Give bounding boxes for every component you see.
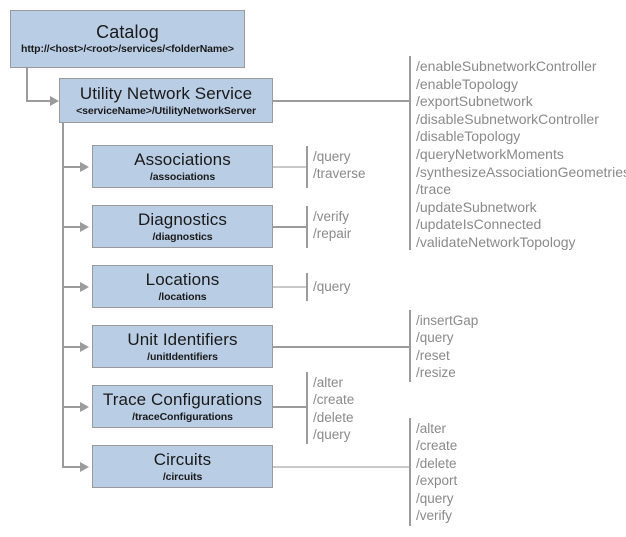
arrow-branch-diagnostics [80,222,89,232]
connector-trace-configurations-to-operations [273,406,307,408]
operations-list-circuits: /alter/create/delete/export/query/verify [416,420,457,524]
tick-service-operations [409,56,411,250]
node-locations-title: Locations [145,269,220,289]
operation-item: /updateSubnetwork [416,198,537,215]
operation-item: /query [313,427,351,443]
node-circuits-path: /circuits [162,470,203,483]
arrow-branch-unit-identifiers [80,342,89,352]
connector-branch-diagnostics [62,226,84,228]
node-catalog-path: http://<host>/<root>/services/<folderNam… [21,43,234,55]
operation-item: /validateNetworkTopology [416,233,576,250]
operation-item: /delete [416,455,457,471]
operation-item: /reset [416,347,450,363]
connector-unit-identifiers-to-operations [273,346,411,348]
operations-list-locations: /query [313,278,351,295]
arrow-catalog-to-service [50,96,59,106]
node-unit-identifiers[interactable]: Unit Identifiers /unitIdentifiers [92,325,273,368]
connector-catalog-to-service-horizontal [26,100,54,102]
operation-item: /repair [313,226,352,242]
operation-item: /disableTopology [416,128,521,145]
connector-locations-to-operations [273,286,307,288]
operation-item: /verify [313,209,350,224]
operation-item: /insertGap [416,313,479,328]
node-circuits[interactable]: Circuits /circuits [92,445,273,488]
node-utility-network-service-path: <serviceName>/UtilityNetworkServer [76,104,256,117]
operation-item: /resize [416,365,456,381]
node-catalog-title: Catalog [96,22,159,42]
arrow-branch-associations [80,162,89,172]
connector-service-to-operations [272,100,410,102]
node-circuits-title: Circuits [153,449,212,469]
operation-item: /disableSubnetworkController [416,110,599,127]
node-catalog[interactable]: Catalog http://<host>/<root>/services/<f… [10,10,245,68]
operation-item: /enableSubnetworkController [416,58,597,74]
connector-branch-locations [62,286,84,288]
operation-item: /export [416,473,458,489]
node-trace-configurations-path: /traceConfigurations [132,410,233,423]
operations-list-associations: /query/traverse [313,148,366,183]
operation-item: /enableTopology [416,75,518,92]
connector-circuits-to-operations [273,466,411,468]
connector-branch-circuits [62,466,84,468]
node-locations-path: /locations [158,290,207,303]
operation-item: /query [416,490,454,506]
operation-item: /trace [416,181,452,198]
node-diagnostics-path: /diagnostics [152,230,213,243]
operation-item: /exportSubnetwork [416,93,533,110]
operation-item: /verify [416,508,453,524]
node-trace-configurations[interactable]: Trace Configurations /traceConfiguration… [92,385,273,428]
operation-item: /query [313,279,351,294]
node-diagnostics[interactable]: Diagnostics /diagnostics [92,205,273,248]
operation-item: /query [416,330,454,346]
operations-list-diagnostics: /verify/repair [313,208,351,243]
connector-branch-associations [62,166,84,168]
node-utility-network-service[interactable]: Utility Network Service <serviceName>/Ut… [59,78,273,123]
operation-item: /updateIsConnected [416,216,542,233]
node-utility-network-service-title: Utility Network Service [79,83,253,103]
connector-catalog-to-service-vertical [26,68,28,102]
node-diagnostics-title: Diagnostics [138,209,227,229]
node-associations-path: /associations [149,170,216,183]
arrow-branch-trace-configurations [80,402,89,412]
tick-associations-operations [306,146,308,188]
operation-item: /delete [313,409,354,425]
operation-item: /synthesizeAssociationGeometries [416,163,626,180]
node-locations[interactable]: Locations /locations [92,265,273,308]
connector-service-trunk [62,123,64,467]
arrow-branch-circuits [80,462,89,472]
operation-item: /query [313,149,351,164]
operations-list-trace-configurations: /alter/create/delete/query [313,374,354,444]
operations-list-service: /enableSubnetworkController/enableTopolo… [416,58,626,252]
tick-trace-configurations-operations [306,372,308,444]
tick-circuits-operations [409,418,411,526]
connector-branch-trace-configurations [62,406,84,408]
node-associations[interactable]: Associations /associations [92,145,273,188]
connector-associations-to-operations [273,166,307,168]
node-unit-identifiers-path: /unitIdentifiers [147,350,218,363]
node-unit-identifiers-title: Unit Identifiers [127,329,238,349]
tick-locations-operations [306,273,308,301]
arrow-branch-locations [80,282,89,292]
operation-item: /alter [416,421,447,436]
tick-diagnostics-operations [306,206,308,248]
tick-unit-identifiers-operations [409,310,411,382]
connector-branch-unit-identifiers [62,346,84,348]
operation-item: /create [416,438,458,454]
operation-item: /alter [313,375,344,390]
node-associations-title: Associations [134,149,231,169]
connector-diagnostics-to-operations [273,226,307,228]
operation-item: /queryNetworkMoments [416,145,564,162]
node-trace-configurations-title: Trace Configurations [102,389,263,409]
operation-item: /traverse [313,166,366,182]
operations-list-unit-identifiers: /insertGap/query/reset/resize [416,312,478,382]
operation-item: /create [313,392,355,408]
